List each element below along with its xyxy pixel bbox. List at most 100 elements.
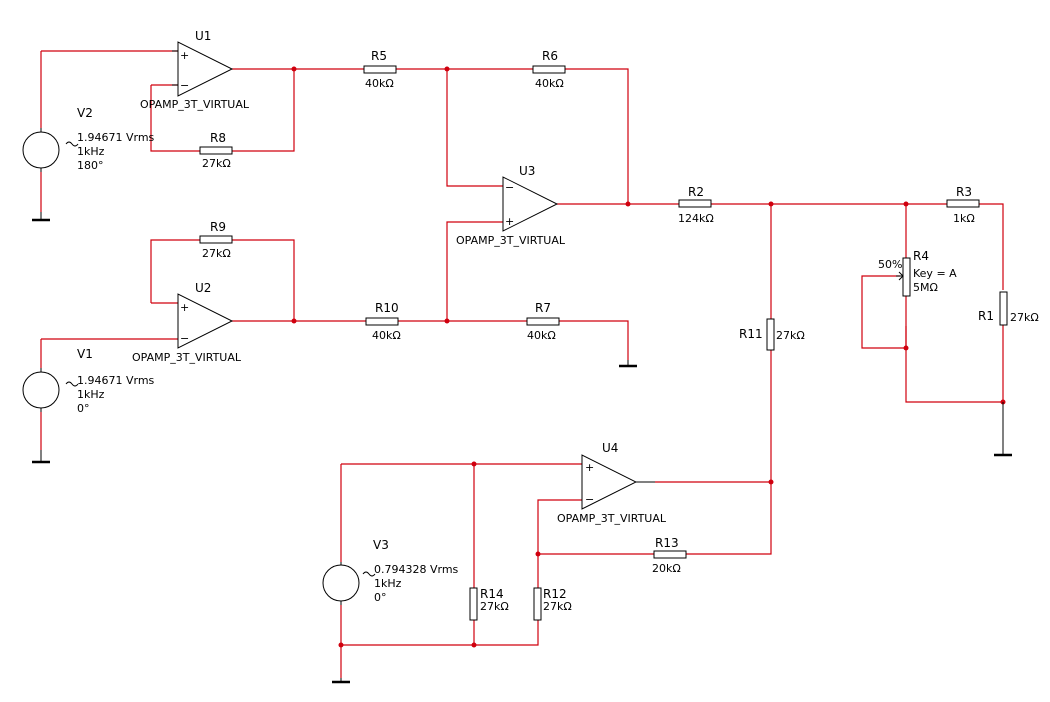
- opamp-triangle: [177, 41, 234, 97]
- resistor-body: [469, 587, 478, 621]
- wire: [40, 50, 629, 204]
- opamp-ref: U2: [195, 281, 211, 295]
- ac-source-icon: [22, 131, 60, 169]
- resistor-body: [653, 550, 687, 559]
- pin-plus: +: [180, 301, 189, 314]
- wire: [446, 69, 503, 321]
- pin-minus: −: [585, 493, 594, 506]
- junction-dot: [471, 642, 477, 648]
- resistor-value: 27kΩ: [202, 157, 231, 170]
- resistor-r2[interactable]: R2 124kΩ: [678, 185, 714, 225]
- junction-dot: [535, 551, 541, 557]
- resistor-r7[interactable]: R7 40kΩ: [526, 301, 560, 342]
- opamp-model: OPAMP_3T_VIRTUAL: [132, 351, 242, 364]
- ground-icon: [332, 678, 350, 684]
- opamp-ref: U3: [519, 164, 535, 178]
- resistor-value: 20kΩ: [652, 562, 681, 575]
- pin-plus: +: [180, 49, 189, 62]
- junction-dot: [444, 318, 450, 324]
- resistor-body: [365, 317, 399, 326]
- source-amplitude: 0.794328 Vrms: [374, 563, 459, 576]
- opamp-ref: U1: [195, 29, 211, 43]
- resistor-r3[interactable]: R3 1kΩ: [946, 185, 980, 225]
- source-v2[interactable]: V2 1.94671 Vrms 1kHz 180°: [22, 106, 155, 172]
- opamp-ref: U4: [602, 441, 618, 455]
- resistor-ref: R5: [371, 49, 387, 63]
- ground-icon: [32, 450, 50, 464]
- resistor-r10[interactable]: R10 40kΩ: [365, 301, 401, 342]
- resistor-body: [526, 317, 560, 326]
- junction-dot: [903, 201, 909, 207]
- resistor-ref: R1: [978, 309, 994, 323]
- opamp-triangle: [502, 176, 559, 232]
- source-v3[interactable]: V3 0.794328 Vrms 1kHz 0°: [322, 538, 459, 605]
- resistor-value: 27kΩ: [1010, 311, 1039, 324]
- junction-dot: [471, 461, 477, 467]
- resistor-body: [532, 65, 566, 74]
- source-v1[interactable]: V1 1.94671 Vrms 1kHz 0°: [22, 347, 155, 415]
- resistor-ref: R3: [956, 185, 972, 199]
- source-ref: V1: [77, 347, 93, 361]
- ac-source-icon: [322, 564, 360, 602]
- potentiometer-r4[interactable]: R4 50% Key = A 5MΩ: [878, 249, 957, 297]
- resistor-body: [363, 65, 397, 74]
- ground-icon: [619, 360, 637, 368]
- pin-plus: +: [505, 215, 514, 228]
- opamp-u1[interactable]: + − U1 OPAMP_3T_VIRTUAL: [140, 29, 250, 111]
- resistor-ref: R6: [542, 49, 558, 63]
- junction-dot: [768, 479, 774, 485]
- source-ref: V2: [77, 106, 93, 120]
- resistor-value: 27kΩ: [480, 600, 509, 613]
- opamp-u3[interactable]: − + U3 OPAMP_3T_VIRTUAL: [456, 164, 566, 247]
- junction-dot: [625, 201, 631, 207]
- opamp-u2[interactable]: + − U2 OPAMP_3T_VIRTUAL: [132, 281, 242, 364]
- wires: [40, 50, 1004, 678]
- resistor-body: [533, 587, 542, 621]
- source-amplitude: 1.94671 Vrms: [77, 374, 155, 387]
- junctions: [291, 66, 1006, 648]
- pin-plus: +: [585, 461, 594, 474]
- wire: [655, 204, 772, 555]
- wire: [40, 239, 629, 450]
- resistor-body: [999, 291, 1008, 326]
- opamp-model: OPAMP_3T_VIRTUAL: [456, 234, 566, 247]
- pin-minus: −: [180, 332, 189, 345]
- resistor-body: [678, 199, 712, 208]
- resistor-r14[interactable]: R14 27kΩ: [469, 587, 509, 621]
- resistor-value: 40kΩ: [527, 329, 556, 342]
- resistor-r1[interactable]: R1 27kΩ: [978, 291, 1039, 326]
- resistor-value: 40kΩ: [535, 77, 564, 90]
- source-phase: 180°: [77, 159, 104, 172]
- resistor-r6[interactable]: R6 40kΩ: [532, 49, 566, 90]
- opamp-u4[interactable]: + − U4 OPAMP_3T_VIRTUAL: [557, 441, 667, 525]
- source-frequency: 1kHz: [374, 577, 402, 590]
- resistor-r13[interactable]: R13 20kΩ: [652, 536, 687, 575]
- junction-dot: [903, 345, 909, 351]
- resistor-body: [766, 318, 775, 351]
- opamp-triangle: [177, 293, 234, 349]
- wire: [340, 463, 654, 678]
- resistor-ref: R11: [739, 327, 763, 341]
- resistor-value: 27kΩ: [776, 329, 805, 342]
- source-frequency: 1kHz: [77, 388, 105, 401]
- resistor-ref: R8: [210, 131, 226, 145]
- potentiometer-key: Key = A: [913, 267, 957, 280]
- resistor-r5[interactable]: R5 40kΩ: [363, 49, 397, 90]
- pin-minus: −: [180, 79, 189, 92]
- resistor-ref: R9: [210, 220, 226, 234]
- junction-dot: [291, 318, 297, 324]
- opamp-model: OPAMP_3T_VIRTUAL: [140, 98, 250, 111]
- opamp-model: OPAMP_3T_VIRTUAL: [557, 512, 667, 525]
- resistor-r12[interactable]: R12 27kΩ: [533, 587, 572, 621]
- resistor-r11[interactable]: R11 27kΩ: [739, 318, 805, 351]
- resistor-value: 27kΩ: [543, 600, 572, 613]
- ground-icon: [994, 402, 1012, 457]
- resistor-ref: R13: [655, 536, 679, 550]
- source-ref: V3: [373, 538, 389, 552]
- source-phase: 0°: [77, 402, 90, 415]
- resistor-value: 1kΩ: [953, 212, 975, 225]
- resistor-r9[interactable]: R9 27kΩ: [199, 220, 233, 260]
- resistor-r8[interactable]: R8 27kΩ: [199, 131, 233, 170]
- resistor-body: [199, 235, 233, 244]
